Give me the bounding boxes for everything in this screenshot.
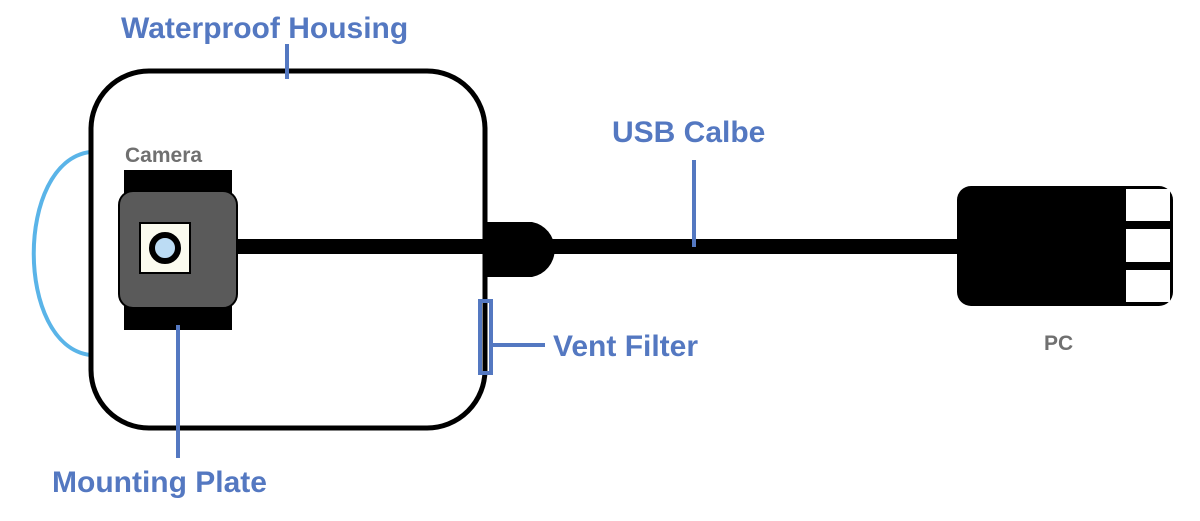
pc-port-1 <box>1126 189 1170 221</box>
label-pc: PC <box>1044 332 1073 355</box>
pc-port-3 <box>1126 270 1170 302</box>
label-usb-cable: USB Calbe <box>612 116 765 149</box>
pc-port-2 <box>1126 229 1170 262</box>
internal-cable <box>235 239 490 254</box>
cable-gland <box>487 222 555 277</box>
vent-filter <box>478 299 493 375</box>
loop-cable <box>31 150 91 357</box>
label-camera: Camera <box>125 144 202 167</box>
label-waterproof-housing: Waterproof Housing <box>121 12 408 45</box>
usb-cable <box>550 239 962 254</box>
lens-icon <box>149 232 181 264</box>
label-vent-filter: Vent Filter <box>553 330 698 363</box>
pc-body <box>957 186 1173 306</box>
label-mounting-plate: Mounting Plate <box>52 466 267 499</box>
